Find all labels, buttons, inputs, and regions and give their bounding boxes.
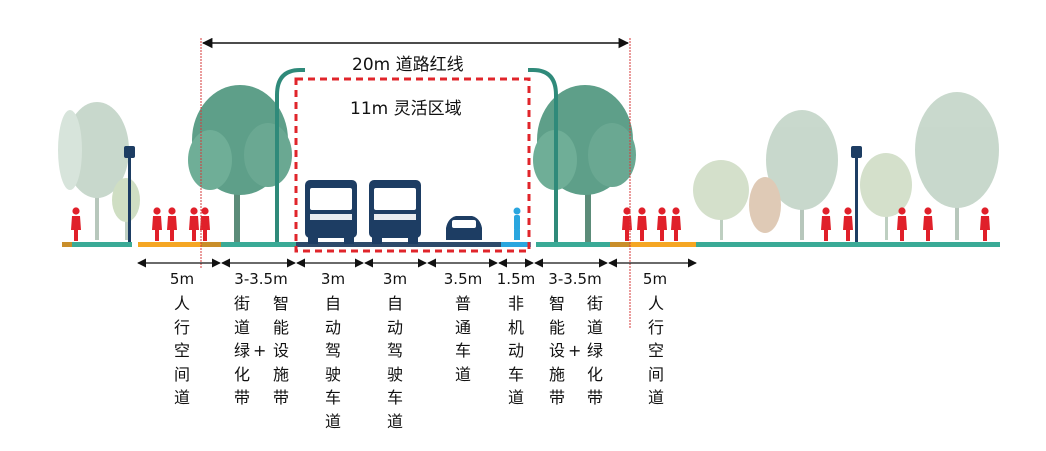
pedestrian-head — [658, 207, 666, 215]
segment-width-2: 3-3.5m — [234, 270, 288, 288]
pedestrian-head — [672, 207, 680, 215]
ground-strips — [62, 242, 1000, 247]
pedestrian-head — [72, 207, 80, 215]
pedestrian-head — [153, 207, 161, 215]
pedestrian-lamp-right — [851, 146, 862, 242]
pedestrian-body — [167, 216, 177, 241]
background-trees-right — [693, 92, 999, 240]
pedestrian-head — [638, 207, 646, 215]
pedestrian-body — [923, 216, 933, 241]
segment-width-6: 1.5m — [496, 270, 536, 288]
pedestrian-head — [168, 207, 176, 215]
segment-width-3: 3m — [320, 270, 346, 288]
pedestrian-head — [822, 207, 830, 215]
pedestrian-body — [657, 216, 667, 241]
pedestrian-body — [637, 216, 647, 241]
segment-label-2b: 智能设施带 — [272, 294, 289, 407]
pedestrian-body — [200, 216, 210, 241]
street-lamp-left — [275, 68, 305, 242]
street-lamp-right — [528, 68, 558, 242]
segment-label-4: 自动驾驶车道 — [386, 294, 403, 431]
pedestrian-head — [844, 207, 852, 215]
segment-width-8: 5m — [642, 270, 668, 288]
pedestrian-body — [821, 216, 831, 241]
segment-label-6: 非机动车道 — [507, 294, 524, 407]
pedestrian-head — [898, 207, 906, 215]
red-line-label: 20m 道路红线 — [352, 55, 464, 75]
pedestrian-head — [924, 207, 932, 215]
pedestrian-body — [897, 216, 907, 241]
pedestrian-head — [190, 207, 198, 215]
street-tree-left — [188, 85, 292, 242]
segment-label-5: 普通车道 — [454, 294, 471, 384]
pedestrian-body — [71, 216, 81, 241]
segment-label-7b: 街道绿化带 — [586, 294, 603, 407]
segment-label-1: 人行空间道 — [173, 294, 190, 407]
segment-plus-7: + — [568, 341, 582, 360]
segment-label-2a: 街道绿化带 — [233, 294, 250, 407]
flexible-zone-box — [294, 77, 531, 253]
autonomous-bus-1 — [305, 180, 357, 244]
segment-label-7a: 智能设施带 — [548, 294, 565, 407]
segment-width-5: 3.5m — [443, 270, 483, 288]
pedestrian-body — [843, 216, 853, 241]
pedestrian-head — [623, 207, 631, 215]
pedestrian-lamp-left — [124, 146, 135, 242]
segment-width-4: 3m — [382, 270, 408, 288]
pedestrian-body — [671, 216, 681, 241]
pedestrian-head — [981, 207, 989, 215]
background-trees-left — [58, 102, 140, 240]
pedestrian-body — [189, 216, 199, 241]
cyclist — [513, 207, 521, 240]
street-tree-right — [533, 85, 636, 242]
segment-width-7: 3-3.5m — [548, 270, 602, 288]
segment-label-8: 人行空间道 — [647, 294, 664, 407]
pedestrians — [71, 207, 990, 241]
flexible-zone-label: 11m 灵活区域 — [350, 99, 462, 119]
pedestrian-body — [152, 216, 162, 241]
autonomous-bus-2 — [369, 180, 421, 244]
segment-label-3: 自动驾驶车道 — [324, 294, 341, 431]
segment-plus-2: + — [253, 341, 267, 360]
pedestrian-head — [201, 207, 209, 215]
segment-width-1: 5m — [169, 270, 195, 288]
pedestrian-body — [980, 216, 990, 241]
ordinary-car — [446, 216, 482, 240]
